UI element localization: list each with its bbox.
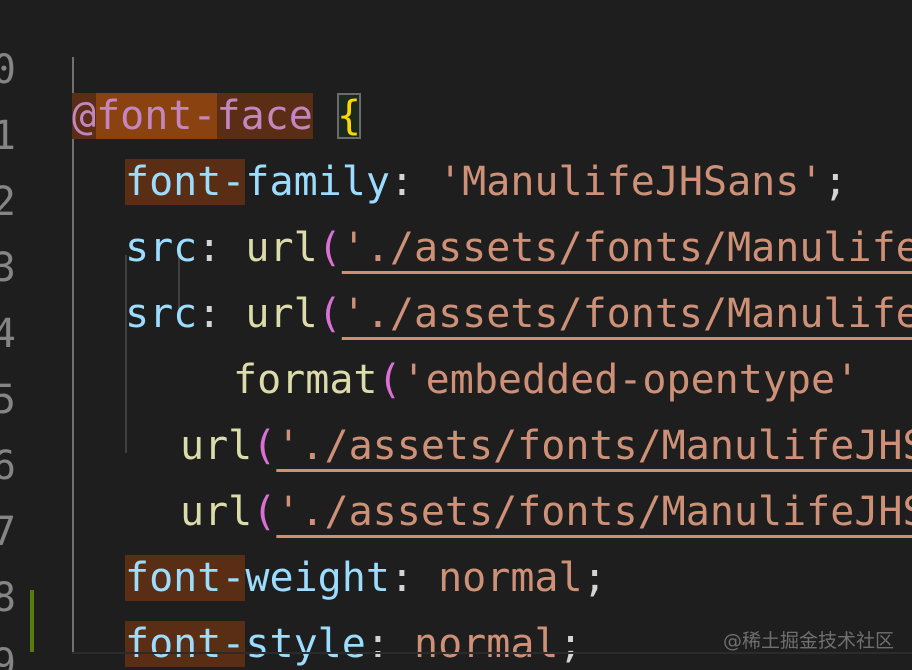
function-name: url	[245, 225, 318, 271]
at-rule-rest: face	[216, 93, 313, 139]
code-line[interactable]: 3 src: url('./assets/fonts/ManulifeJHSan…	[0, 189, 912, 337]
watermark: @稀土掘金技术社区	[722, 630, 894, 652]
line-number: 4	[0, 311, 16, 357]
function-name: format	[233, 357, 378, 403]
line-number: 8	[0, 575, 16, 621]
property-highlight: font-	[125, 555, 246, 601]
line-number: 6	[0, 443, 16, 489]
code-line[interactable]: 0 @font-face {	[0, 0, 912, 139]
code-line[interactable]: 7 font-weight: normal;	[0, 453, 912, 601]
function-name: url	[245, 291, 318, 337]
property-name: weight	[245, 555, 390, 601]
url-link[interactable]: './assets/fonts/ManulifeJHSans.eot'	[341, 225, 912, 271]
at-rule-prefix: @	[72, 93, 97, 139]
string-value: 'ManulifeJHSans'	[438, 159, 824, 205]
line-number: 5	[0, 377, 16, 423]
line-content: src: url('./assets/fonts/ManulifeJHSans.…	[125, 281, 912, 347]
at-rule-highlight: font-	[96, 93, 217, 139]
string-value: 'embedded-opentype'	[401, 357, 860, 403]
line-number: 9	[0, 641, 16, 670]
value: normal	[438, 555, 583, 601]
indent-guide-level-1	[72, 57, 74, 652]
code-line[interactable]: 0 } ManulifeJHSans (部署) ...	[0, 651, 912, 670]
url-link[interactable]: './assets/fonts/ManulifeJHSans.eot?#iefi…	[341, 291, 912, 337]
line-content: font-weight: normal;	[125, 555, 607, 601]
code-line[interactable]: 2 src: url('./assets/fonts/ManulifeJHSan…	[0, 123, 912, 271]
url-link[interactable]: './assets/fonts/ManulifeJHSans.woff')	[276, 423, 912, 469]
code-line[interactable]: 9 font-display: swap;	[0, 585, 912, 670]
property-name: family	[245, 159, 390, 205]
line-number: 7	[0, 509, 16, 555]
indent-guide-level-3	[178, 255, 180, 321]
property-name: src	[125, 225, 198, 271]
code-line[interactable]: 6 url('./assets/fonts/ManulifeJHSans.ttf…	[0, 387, 912, 535]
line-number: 3	[0, 245, 16, 291]
line-content: format('embedded-opentype'	[233, 357, 860, 403]
line-content: font-family: 'ManulifeJHSans';	[125, 159, 848, 205]
value: normal	[414, 621, 559, 667]
code-line[interactable]: 1 font-family: 'ManulifeJHSans';	[0, 57, 912, 205]
line-content: font-style: normal;	[125, 621, 583, 667]
code-line[interactable]: 8 font-style: normal;	[0, 519, 912, 667]
property-highlight: font-	[125, 159, 246, 205]
code-line[interactable]: 5 url('./assets/fonts/ManulifeJHSans.wof…	[0, 321, 912, 469]
function-name: url	[180, 489, 253, 535]
line-content: url('./assets/fonts/ManulifeJHSans.woff'…	[180, 413, 912, 479]
git-added-gutter-marker	[30, 590, 34, 652]
url-link[interactable]: './assets/fonts/ManulifeJHSans.ttf')	[276, 489, 912, 535]
line-separator	[72, 652, 912, 654]
property-name: style	[245, 621, 366, 667]
line-number: 2	[0, 179, 16, 225]
line-number: 0	[0, 47, 16, 93]
code-line[interactable]: 4 format('embedded-opentype'	[0, 255, 912, 403]
line-content: src: url('./assets/fonts/ManulifeJHSans.…	[125, 215, 912, 281]
line-content: url('./assets/fonts/ManulifeJHSans.ttf')	[180, 479, 912, 545]
line-content: @font-face {	[72, 83, 362, 149]
line-number: 1	[0, 113, 16, 159]
function-name: url	[180, 423, 253, 469]
matched-open-brace: {	[336, 93, 362, 139]
property-highlight: font-	[125, 621, 246, 667]
indent-guide-level-2	[125, 255, 127, 453]
property-name: src	[125, 291, 198, 337]
